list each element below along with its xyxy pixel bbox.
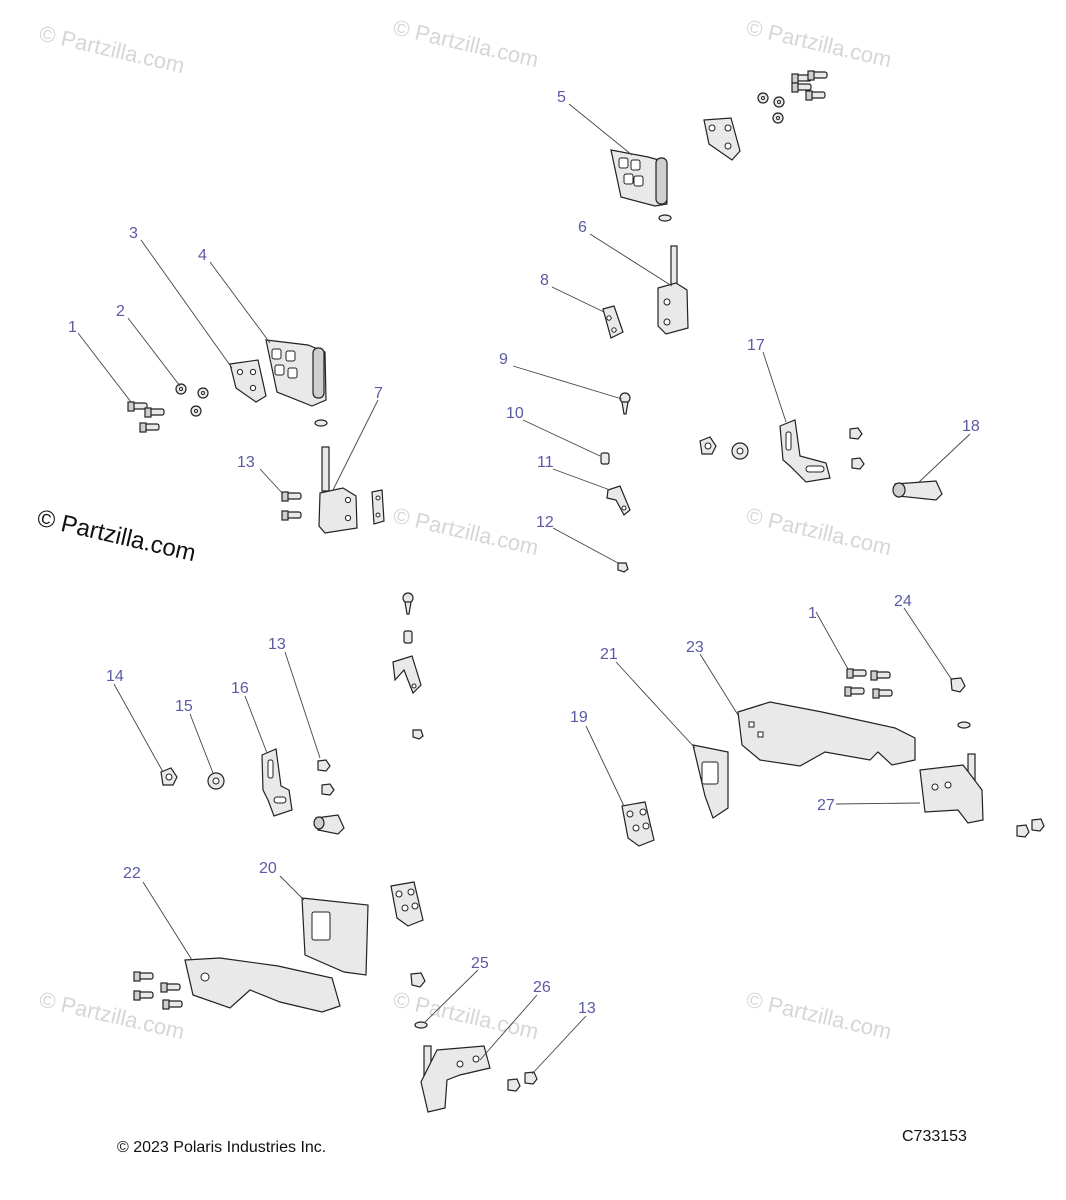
washer-set xyxy=(757,92,785,124)
hinge-pin-6 xyxy=(670,245,678,287)
callout-12: 12 xyxy=(536,514,554,531)
callout-27: 27 xyxy=(817,797,835,814)
copyright-notice: © 2023 Polaris Industries Inc. xyxy=(117,1139,326,1156)
backing-plate-3 xyxy=(229,359,267,403)
clip-8 xyxy=(602,305,624,339)
callout-11: 11 xyxy=(537,454,554,471)
callout-labels: 1 2 3 4 5 6 7 8 9 10 11 12 13 14 15 16 1… xyxy=(68,89,980,1017)
nut-24 xyxy=(950,677,966,693)
bolt-set xyxy=(791,70,828,101)
callout-21: 21 xyxy=(600,646,618,663)
callout-13: 13 xyxy=(268,636,286,653)
diagram-code: C733153 xyxy=(902,1128,967,1145)
callout-13: 13 xyxy=(237,454,255,471)
callout-25: 25 xyxy=(471,955,489,972)
watermark: © Partzilla.com xyxy=(744,15,894,73)
leader-lines xyxy=(77,103,971,1075)
hinge-assembly-upper-left xyxy=(127,339,385,534)
callout-1: 1 xyxy=(808,605,817,622)
callout-9: 9 xyxy=(499,351,508,368)
plate xyxy=(390,881,424,927)
watermark: © Partzilla.com xyxy=(744,503,894,561)
callout-22: 22 xyxy=(123,865,141,882)
callout-14: 14 xyxy=(106,668,124,685)
watermark: © Partzilla.com xyxy=(391,987,541,1045)
arm-23 xyxy=(737,701,916,767)
mount-assembly-left xyxy=(133,881,538,1113)
hinge-bracket-7 xyxy=(318,487,358,534)
latch-bracket-17 xyxy=(779,419,831,483)
bolt-set xyxy=(844,668,893,699)
callout-3: 3 xyxy=(129,225,138,242)
watermark: © Partzilla.com xyxy=(391,503,541,561)
fastener-column xyxy=(392,392,631,740)
hinge-pin-7 xyxy=(321,446,330,492)
callout-7: 7 xyxy=(374,385,383,402)
latch-bracket-16 xyxy=(261,748,293,817)
callout-17: 17 xyxy=(747,337,765,354)
callout-2: 2 xyxy=(116,303,125,320)
watermark-layer: © Partzilla.com © Partzilla.com © Partzi… xyxy=(35,15,894,1045)
bolt-set xyxy=(133,971,183,1010)
callout-6: 6 xyxy=(578,219,587,236)
bracket-11 xyxy=(606,485,631,516)
hinge-bracket-6 xyxy=(657,282,689,335)
watermark: © Partzilla.com xyxy=(744,987,894,1045)
callout-1: 1 xyxy=(68,319,77,336)
watermark: © Partzilla.com xyxy=(391,15,541,73)
callout-4: 4 xyxy=(198,247,207,264)
callout-23: 23 xyxy=(686,639,704,656)
nut-12 xyxy=(617,562,629,573)
watermark-primary: © Partzilla.com xyxy=(35,505,199,568)
hinge-bracket-27 xyxy=(919,764,984,824)
plate-19 xyxy=(621,801,655,847)
watermark: © Partzilla.com xyxy=(37,987,187,1045)
callout-10: 10 xyxy=(506,405,524,422)
callout-5: 5 xyxy=(557,89,566,106)
spacer-10 xyxy=(600,452,610,465)
callout-26: 26 xyxy=(533,979,551,996)
watermark: © Partzilla.com xyxy=(37,21,187,79)
callout-16: 16 xyxy=(231,680,249,697)
latch-bracket-right xyxy=(699,419,943,501)
callout-13: 13 xyxy=(578,1000,596,1017)
callout-24: 24 xyxy=(894,593,912,610)
callout-19: 19 xyxy=(570,709,588,726)
arm-22 xyxy=(184,957,341,1013)
mount-assembly-right xyxy=(621,668,1045,847)
backing-plate xyxy=(703,117,741,161)
callout-18: 18 xyxy=(962,418,980,435)
screw-9 xyxy=(621,401,629,415)
hinge-assembly-upper-right xyxy=(602,70,828,339)
callout-15: 15 xyxy=(175,698,193,715)
callout-20: 20 xyxy=(259,860,277,877)
callout-8: 8 xyxy=(540,272,549,289)
latch-bracket-left xyxy=(160,748,345,835)
